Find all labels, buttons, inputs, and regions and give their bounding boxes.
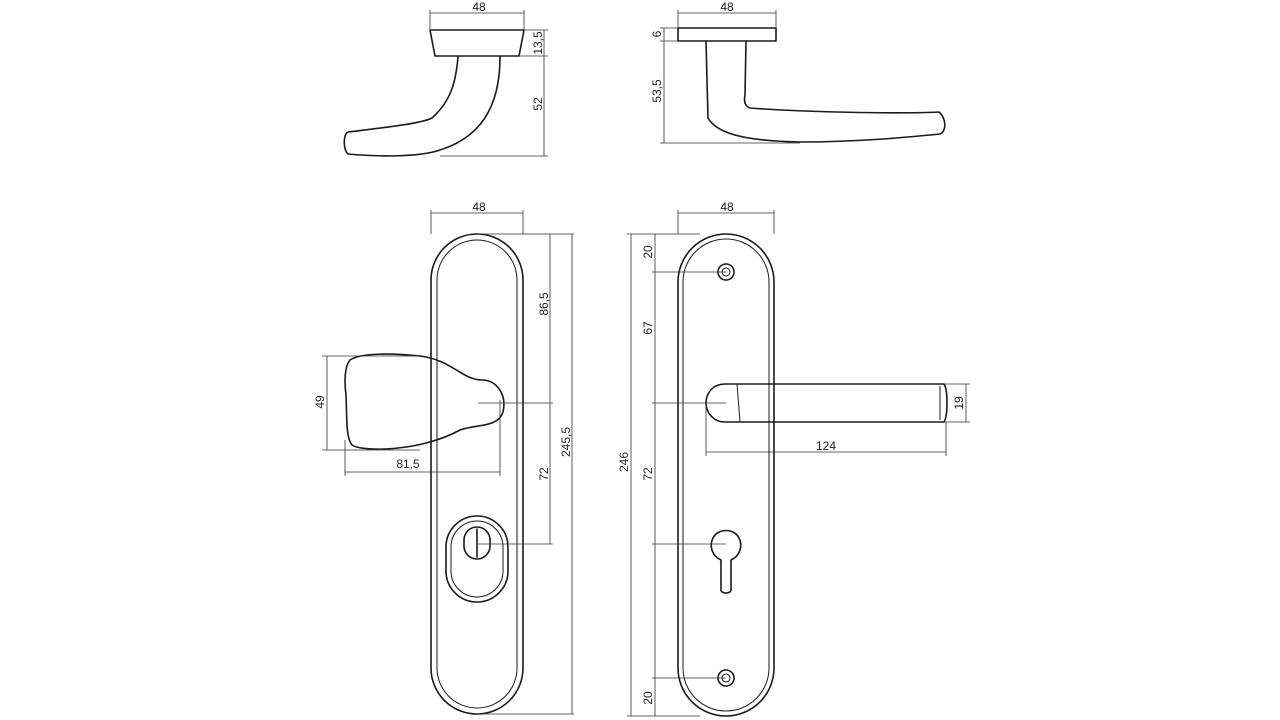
lever-side-height-dimension: 53,5 [650,41,800,144]
lever-profile-shape [705,40,946,143]
lever-plate-view: 48 20 67 72 20 246 19 [617,200,970,717]
lever-rose-shape [677,27,777,42]
lever-plate-vertical-dimensions: 20 67 72 20 246 [617,233,726,717]
knob-plate-vertical-dimensions: 86,5 72 245,5 [477,233,574,715]
knob-plate-width-dimension: 48 [430,200,524,234]
lever-plate-inner [682,238,770,712]
knob-height-label: 49 [313,395,327,409]
lever-side-height-label: 53,5 [650,79,664,103]
lever-diameter-dimension: 19 [944,383,970,423]
knob-plate-view: 48 86,5 72 245,5 49 81,5 [313,200,574,715]
knob-side-width-dimension: 48 [429,0,525,30]
knob-plate-outer [430,233,524,715]
knob-side-width-label: 48 [472,0,486,14]
knob-plate-spindle-to-cylinder-label: 72 [537,467,551,481]
lever-plate-width-dimension: 48 [677,200,775,234]
lever-length-dimension: 124 [705,403,947,456]
knob-front-shape [344,353,505,450]
knob-side-view: 48 13,5 52 [343,0,548,157]
knob-height-dimension: 49 [313,355,420,451]
knob-side-height-label: 52 [531,97,545,111]
knob-rose-shape [429,29,525,57]
lever-plate-spindle-to-keyhole-label: 72 [641,467,655,481]
knob-side-height-dimension: 52 [440,56,548,157]
lever-diameter-label: 19 [952,396,966,410]
lever-side-view: 48 6 53,5 [650,0,946,144]
knob-length-dimension: 81,5 [344,400,501,476]
lever-front-shape [705,383,948,423]
cylinder-slot [463,526,491,560]
knob-profile-shape [343,56,501,157]
lever-plate-width-label: 48 [720,200,734,214]
lever-plate-top-to-screw-label: 20 [641,245,655,259]
knob-plate-width-label: 48 [472,200,486,214]
keyhole-shape [710,529,742,594]
lever-side-width-dimension: 48 [677,0,777,28]
lever-plate-length-label: 246 [617,452,631,472]
cylinder-cover-outer [445,515,509,603]
lever-length-label: 124 [816,439,836,453]
knob-plate-top-to-spindle-label: 86,5 [537,292,551,316]
lever-plate-screw-to-spindle-label: 67 [641,321,655,335]
lever-plate-bottom-to-screw-label: 20 [641,691,655,705]
knob-side-rose-height-dimension: 13,5 [519,29,548,57]
knob-side-rose-height-label: 13,5 [531,31,545,55]
knob-plate-inner [436,239,518,709]
cylinder-cover-inner [450,520,504,598]
lever-side-width-label: 48 [720,0,734,14]
lever-side-rose-height-dimension: 6 [650,27,678,42]
knob-plate-length-label: 245,5 [559,427,573,457]
knob-length-label: 81,5 [396,457,420,471]
lever-plate-outer [677,233,775,717]
lever-side-rose-height-label: 6 [650,30,664,37]
